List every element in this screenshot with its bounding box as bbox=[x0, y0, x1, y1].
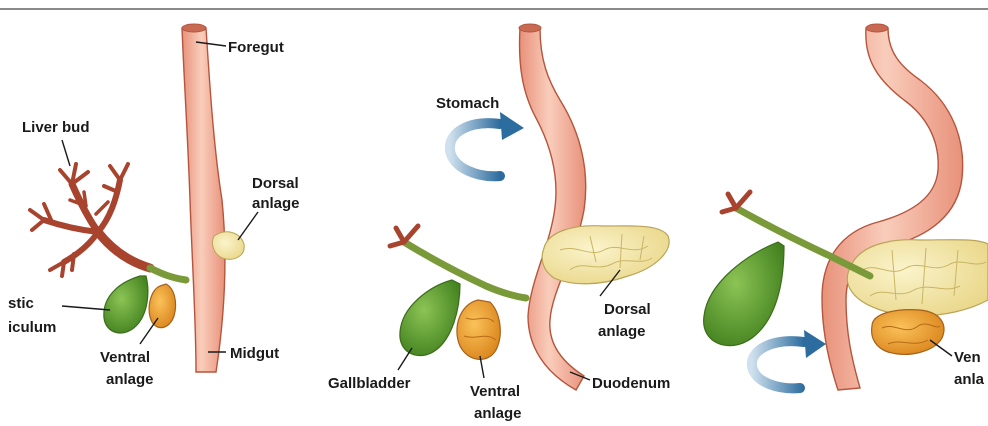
bile-duct-2 bbox=[404, 242, 526, 298]
leader-liver-bud bbox=[62, 140, 70, 166]
gut-opening-top-2 bbox=[519, 24, 541, 32]
ventral-anlage-shape-2 bbox=[457, 300, 500, 359]
label-duodenum: Duodenum bbox=[592, 375, 670, 392]
leader-dorsal-anlage bbox=[238, 212, 258, 240]
label-ventral-anlage-3-line2: anla bbox=[954, 371, 985, 388]
label-gallbladder: Gallbladder bbox=[328, 375, 411, 392]
label-dorsal-anlage-2-line1: Dorsal bbox=[604, 301, 651, 318]
label-ventral-anlage-2-line1: Ventral bbox=[470, 383, 520, 400]
label-midgut: Midgut bbox=[230, 345, 279, 362]
gallbladder-shape bbox=[400, 280, 460, 356]
gut-tube-straight bbox=[182, 28, 225, 372]
label-cystic-diverticulum-line1: stic bbox=[8, 295, 34, 312]
cystic-diverticulum-shape bbox=[104, 276, 148, 333]
panel-2: Stomach Dorsal anlage Gallbladder Ventra… bbox=[328, 24, 670, 422]
liver-bud-shape bbox=[30, 164, 150, 276]
ventral-anlage-shape-3 bbox=[872, 310, 944, 355]
panel-3: Ven anla bbox=[704, 24, 988, 390]
gut-opening-top-3 bbox=[866, 24, 888, 32]
leader-ventral-anlage-3 bbox=[930, 340, 952, 356]
gut-opening-top bbox=[182, 24, 206, 32]
leader-cystic-diverticulum bbox=[62, 306, 110, 310]
rotation-arrow-icon-2 bbox=[752, 330, 826, 388]
label-dorsal-anlage-2-line2: anlage bbox=[598, 323, 646, 340]
dorsal-anlage-shape bbox=[212, 232, 244, 259]
label-dorsal-anlage-line2: anlage bbox=[252, 195, 300, 212]
label-ventral-anlage-line1: Ventral bbox=[100, 349, 150, 366]
label-foregut: Foregut bbox=[228, 39, 284, 56]
bile-duct bbox=[150, 268, 186, 280]
label-liver-bud: Liver bud bbox=[22, 119, 90, 136]
panel-1: Foregut Liver bud Dorsal anlage stic icu… bbox=[8, 24, 300, 388]
label-dorsal-anlage-line1: Dorsal bbox=[252, 175, 299, 192]
label-ventral-anlage-2-line2: anlage bbox=[474, 405, 522, 422]
rotation-arrow-icon bbox=[450, 112, 524, 176]
dorsal-anlage-shape-2 bbox=[542, 226, 669, 284]
leader-gallbladder bbox=[398, 348, 412, 370]
label-ventral-anlage-line2: anlage bbox=[106, 371, 154, 388]
ventral-anlage-shape bbox=[149, 284, 175, 328]
leader-ventral-anlage bbox=[140, 318, 158, 344]
gallbladder-shape-3 bbox=[704, 242, 784, 346]
gut-tube-stomach bbox=[520, 28, 586, 390]
label-stomach: Stomach bbox=[436, 95, 499, 112]
liver-stub-3 bbox=[722, 192, 750, 212]
liver-stub-2 bbox=[390, 226, 418, 246]
label-cystic-diverticulum-line2: iculum bbox=[8, 319, 56, 336]
label-ventral-anlage-3-line1: Ven bbox=[954, 349, 981, 366]
